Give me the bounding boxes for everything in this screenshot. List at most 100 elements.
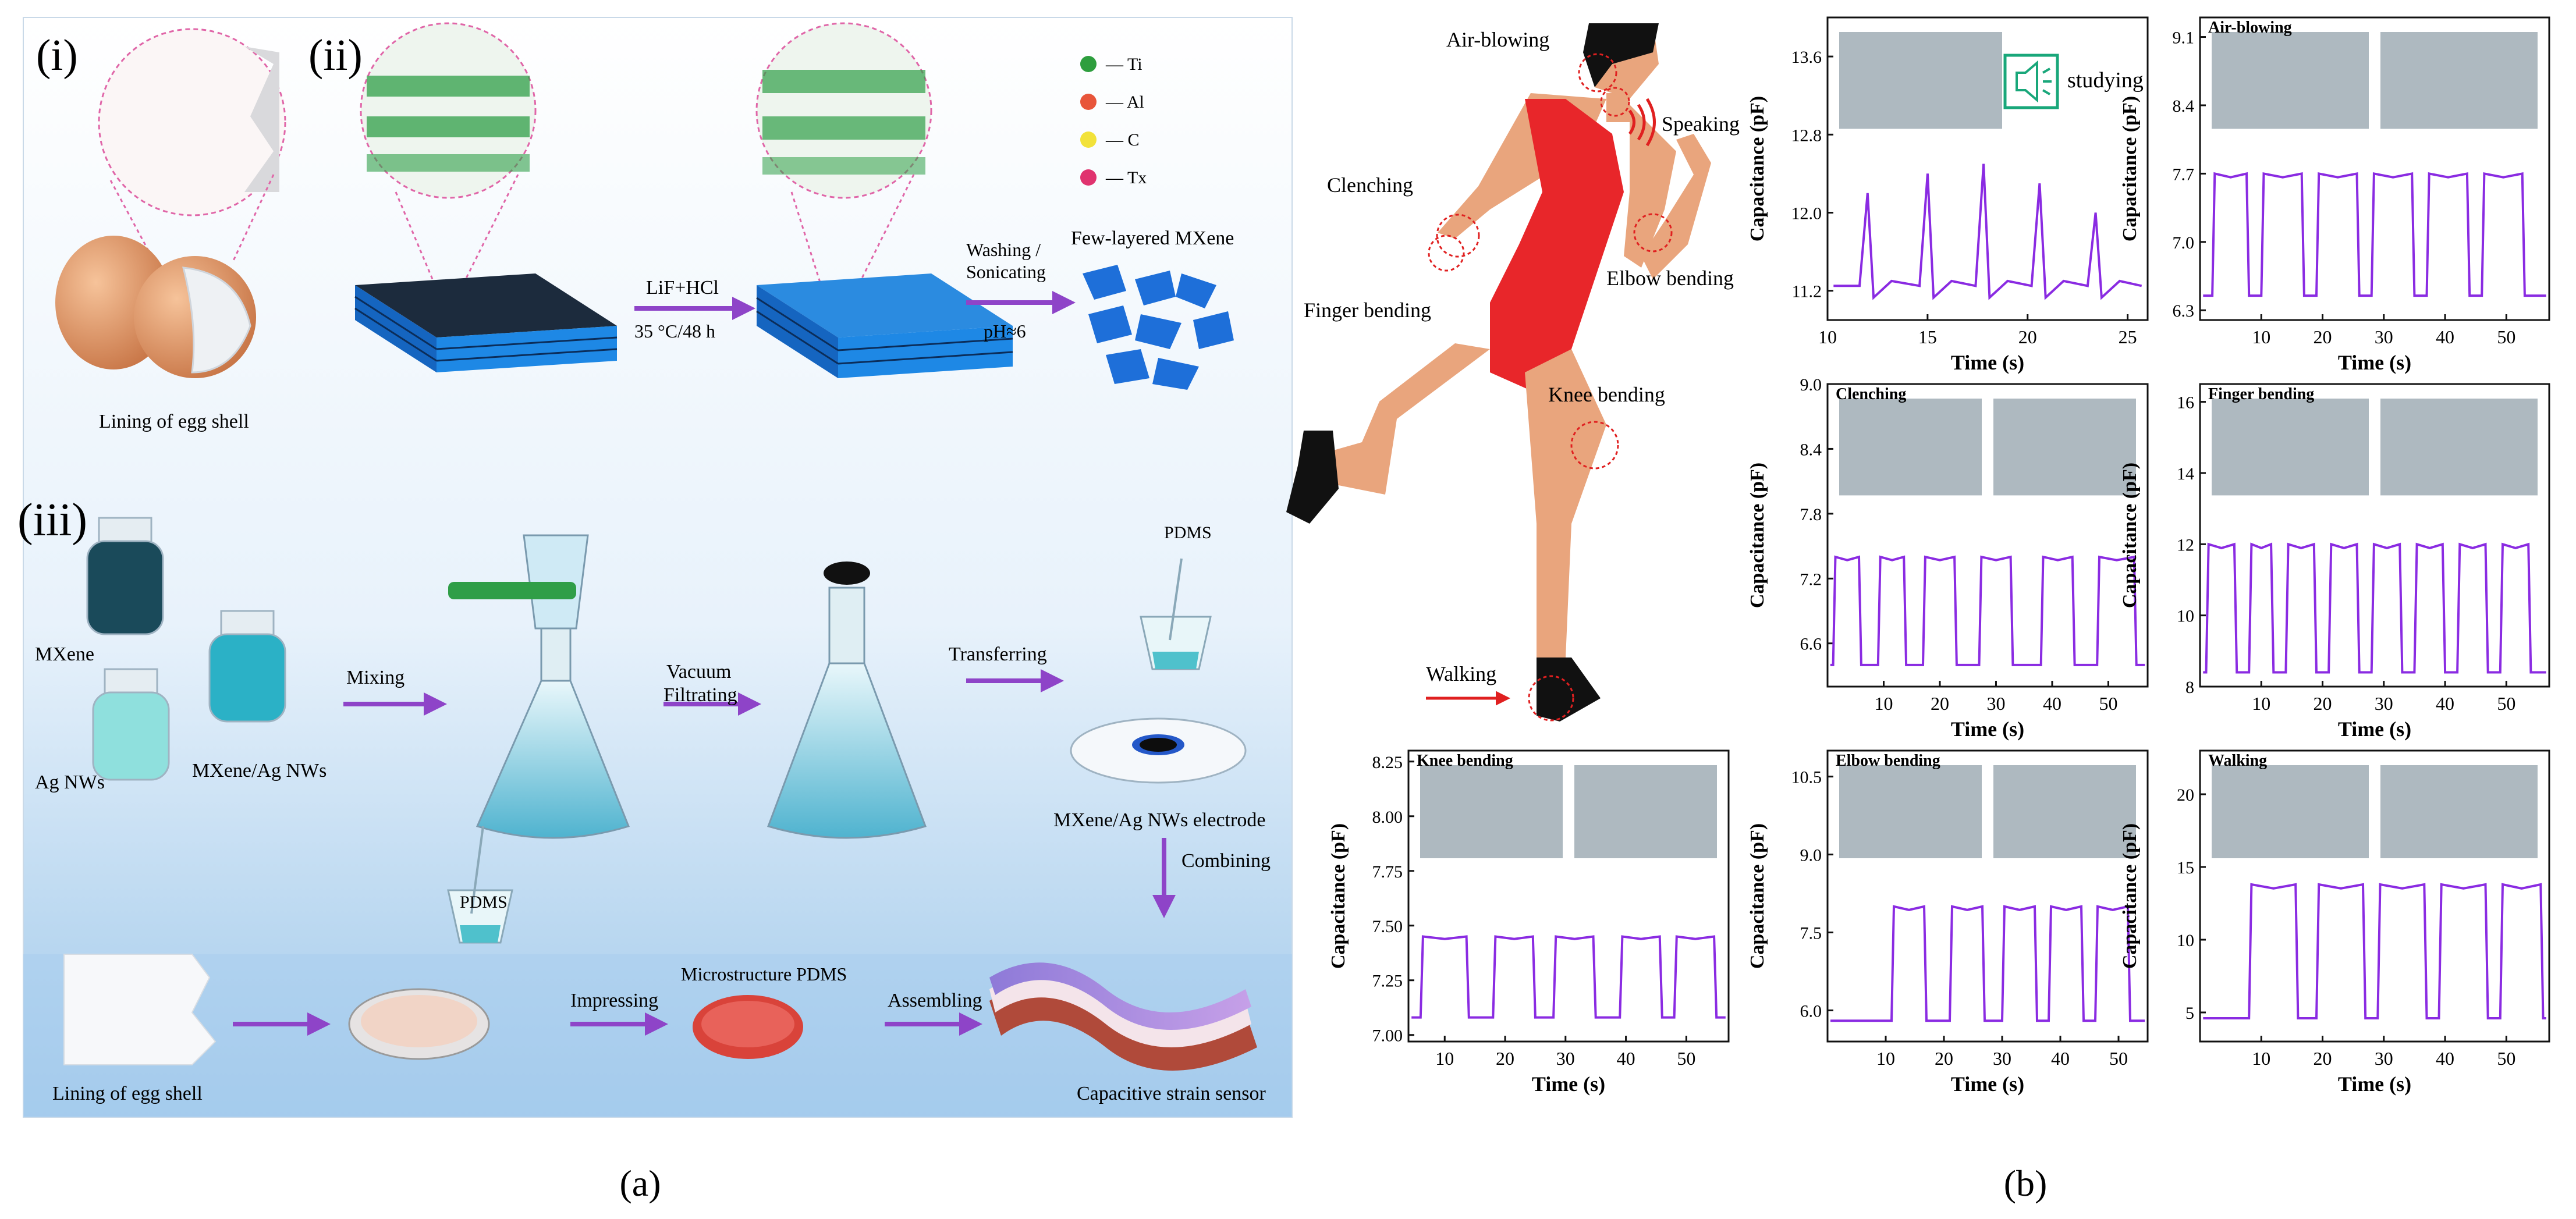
- y-tick-label: 9.0: [1800, 375, 1822, 395]
- inset-photo: [1420, 765, 1563, 858]
- y-tick-label: 7.50: [1372, 917, 1403, 936]
- y-tick-label: 20: [2177, 786, 2194, 805]
- panel-a-schematic: (i) (ii) (iii) Lining of egg shell: [17, 17, 1293, 1204]
- x-tick-label: 50: [2099, 693, 2117, 714]
- combining-label: Combining: [1181, 850, 1271, 872]
- y-tick-label: 12: [2177, 535, 2194, 555]
- legend-dot-c: [1080, 132, 1097, 148]
- speaker-icon: [2003, 54, 2059, 109]
- electrode-label: MXene/Ag NWs electrode: [1053, 809, 1265, 831]
- y-tick-label: 10.5: [1791, 768, 1822, 787]
- mixing-label: Mixing: [346, 667, 405, 688]
- x-tick-label: 40: [2436, 693, 2454, 714]
- x-tick-label: 20: [1931, 693, 1949, 714]
- left-leg: [1321, 343, 1490, 495]
- x-tick-label: 40: [2436, 326, 2454, 347]
- y-tick-label: 16: [2177, 393, 2194, 413]
- legend-label-ti: — Ti: [1105, 55, 1142, 74]
- pdms-bottom-label: PDMS: [460, 893, 508, 912]
- x-tick-label: 25: [2119, 326, 2137, 347]
- x-tick-label: 40: [2436, 1048, 2454, 1069]
- y-tick-label: 7.75: [1372, 862, 1403, 882]
- series-line-walking: [2203, 883, 2546, 1019]
- y-tick-label: 6.6: [1800, 635, 1822, 654]
- hair: [1583, 23, 1659, 87]
- legend-label-tx: — Tx: [1105, 168, 1147, 187]
- few-layered-label: Few-layered MXene: [1071, 228, 1234, 249]
- caption-b: (b): [2004, 1163, 2048, 1204]
- label-air-blowing: Air-blowing: [1446, 28, 1549, 51]
- y-axis-label: Capacitance (pF): [2119, 823, 2141, 969]
- back-shoe: [1286, 431, 1339, 524]
- chart-title: Walking: [2208, 752, 2267, 770]
- vacuum-label: Vacuum: [666, 661, 731, 683]
- capacitive-sensor-illustration: Capacitive strain sensor: [989, 962, 1266, 1104]
- microstructure-pdms-disc: Microstructure PDMS: [681, 964, 847, 1059]
- legend-dot-ti: [1080, 56, 1097, 72]
- y-tick-label: 7.2: [1800, 570, 1822, 589]
- mxene-ag-label: MXene/Ag NWs: [192, 760, 327, 781]
- assembling-label: Assembling: [888, 990, 982, 1011]
- y-axis-label: Capacitance (pF): [2119, 463, 2141, 608]
- inset-photo: [2212, 765, 2369, 858]
- x-tick-label: 10: [2252, 693, 2270, 714]
- microstructure-label: Microstructure PDMS: [681, 964, 847, 985]
- y-tick-label: 12.0: [1791, 204, 1822, 223]
- sensor-label: Capacitive strain sensor: [1077, 1083, 1266, 1104]
- series-line-studying: [1833, 164, 2142, 300]
- legend-label-c: — C: [1105, 130, 1140, 150]
- y-tick-label: 6.0: [1800, 1001, 1822, 1021]
- inset-photo: [1993, 765, 2136, 858]
- x-tick-label: 50: [2497, 693, 2515, 714]
- x-axis-label: Time (s): [2338, 1072, 2411, 1096]
- ph-label: pH≈6: [984, 321, 1026, 342]
- label-i: (i): [36, 31, 78, 80]
- y-tick-label: 6.3: [2173, 301, 2195, 321]
- x-tick-label: 15: [1918, 326, 1937, 347]
- lif-label: LiF+HCl: [646, 277, 719, 298]
- label-iii: (iii): [17, 495, 87, 546]
- temp-label: 35 °C/48 h: [634, 321, 715, 342]
- series-line-clenching: [1830, 555, 2145, 666]
- inset-photo: [1993, 399, 2136, 496]
- x-tick-label: 20: [2314, 693, 2332, 714]
- red-dress: [1490, 99, 1624, 396]
- petri-dish-pdms: [348, 988, 490, 1060]
- label-walking: Walking: [1426, 662, 1496, 685]
- chart-title: Elbow bending: [1836, 752, 1940, 770]
- x-tick-label: 50: [1677, 1048, 1695, 1069]
- x-tick-label: 40: [2043, 693, 2061, 714]
- few-layered-flakes: [1083, 265, 1234, 390]
- washing-label: Washing /: [966, 239, 1041, 260]
- inset-photo: [2212, 32, 2369, 129]
- y-tick-label: 7.8: [1800, 505, 1822, 524]
- y-axis-label: Capacitance (pF): [1747, 823, 1768, 969]
- series-line-air-blowing: [2203, 172, 2546, 297]
- mxene-bottle: MXene: [35, 517, 164, 665]
- y-tick-label: 10: [2177, 931, 2194, 950]
- x-tick-label: 10: [1874, 693, 1893, 714]
- x-tick-label: 10: [2252, 326, 2270, 347]
- speaker-text: studying: [2067, 68, 2144, 93]
- x-axis-label: Time (s): [1951, 351, 2024, 374]
- impressing-label: Impressing: [570, 990, 658, 1011]
- series-line-finger-bending: [2203, 542, 2546, 674]
- y-tick-label: 12.8: [1791, 126, 1822, 145]
- inset-photo: [2380, 399, 2538, 496]
- x-tick-label: 30: [2375, 326, 2393, 347]
- y-tick-label: 8.25: [1372, 753, 1403, 772]
- y-tick-label: 7.7: [2173, 165, 2195, 184]
- inset-photo: [2380, 32, 2538, 129]
- agnws-bottle: Ag NWs: [35, 668, 170, 793]
- y-axis-label: Capacitance (pF): [2119, 96, 2141, 241]
- label-speaking: Speaking: [1662, 112, 1740, 136]
- x-axis-label: Time (s): [2338, 351, 2411, 374]
- y-tick-label: 8.00: [1372, 808, 1403, 827]
- chart-title: Knee bending: [1417, 752, 1513, 770]
- transferring-label: Transferring: [949, 644, 1047, 665]
- x-axis-label: Time (s): [1532, 1072, 1605, 1096]
- filtration-flask: [448, 534, 630, 839]
